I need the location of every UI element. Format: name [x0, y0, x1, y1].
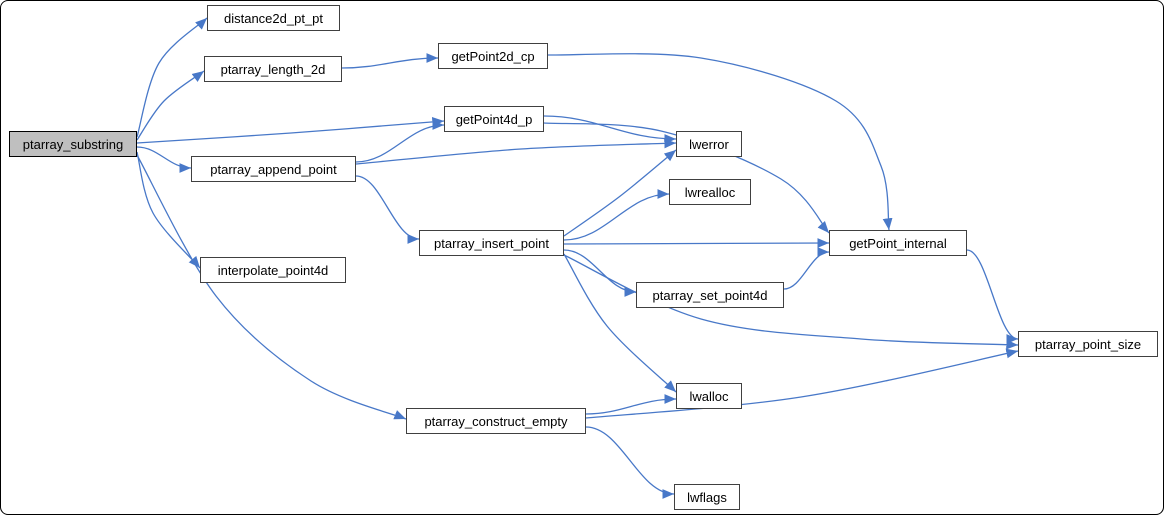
- edge-ptarray_construct_empty-ptarray_point_size: [585, 348, 1019, 419]
- edge-ptarray_append_point-getPoint4d_p: [355, 120, 445, 163]
- node-ptarray_point_size[interactable]: ptarray_point_size: [1018, 331, 1158, 357]
- node-ptarray_append_point[interactable]: ptarray_append_point: [191, 156, 356, 182]
- edge-getPoint4d_p-lwerror: [543, 115, 677, 144]
- edge-ptarray_construct_empty-lwflags: [585, 426, 675, 499]
- node-ptarray_construct_empty[interactable]: ptarray_construct_empty: [406, 408, 586, 434]
- node-lwrealloc[interactable]: lwrealloc: [669, 179, 751, 205]
- edge-ptarray_set_point4d-getPoint_internal: [783, 247, 830, 290]
- node-interpolate_point4d[interactable]: interpolate_point4d: [200, 257, 346, 283]
- node-ptarray_set_point4d[interactable]: ptarray_set_point4d: [636, 282, 784, 308]
- edge-ptarray_substring-ptarray_length_2d: [136, 70, 205, 141]
- edge-ptarray_insert_point-ptarray_set_point4d: [563, 249, 637, 297]
- edge-ptarray_construct_empty-lwalloc: [585, 394, 677, 415]
- node-ptarray_substring: ptarray_substring: [9, 131, 137, 157]
- edge-ptarray_length_2d-getPoint2d_cp: [341, 53, 439, 69]
- edge-getPoint_internal-ptarray_point_size: [966, 249, 1019, 344]
- edge-ptarray_substring-getPoint4d_p: [136, 116, 445, 144]
- edge-ptarray_insert_point-lwerror: [563, 149, 677, 237]
- edge-ptarray_append_point-lwerror: [355, 138, 677, 165]
- edge-ptarray_insert_point-lwalloc: [563, 253, 677, 393]
- edge-ptarray_insert_point-ptarray_point_size: [563, 254, 1019, 350]
- edge-ptarray_insert_point-lwrealloc: [563, 189, 670, 241]
- node-ptarray_length_2d[interactable]: ptarray_length_2d: [204, 56, 342, 82]
- node-getPoint_internal[interactable]: getPoint_internal: [829, 230, 967, 256]
- edge-ptarray_substring-distance2d_pt_pt: [136, 17, 208, 138]
- edge-ptarray_substring-ptarray_construct_empty: [136, 154, 407, 420]
- node-getPoint4d_p[interactable]: getPoint4d_p: [444, 106, 544, 132]
- edge-ptarray_insert_point-getPoint_internal: [563, 238, 830, 248]
- node-ptarray_insert_point[interactable]: ptarray_insert_point: [419, 230, 564, 256]
- node-lwerror[interactable]: lwerror: [676, 131, 742, 157]
- node-lwalloc[interactable]: lwalloc: [676, 383, 742, 409]
- node-lwflags[interactable]: lwflags: [674, 484, 740, 510]
- edge-ptarray_append_point-ptarray_insert_point: [355, 175, 420, 244]
- edge-ptarray_substring-ptarray_append_point: [136, 146, 192, 173]
- node-distance2d_pt_pt[interactable]: distance2d_pt_pt: [207, 5, 340, 31]
- node-getPoint2d_cp[interactable]: getPoint2d_cp: [438, 43, 548, 69]
